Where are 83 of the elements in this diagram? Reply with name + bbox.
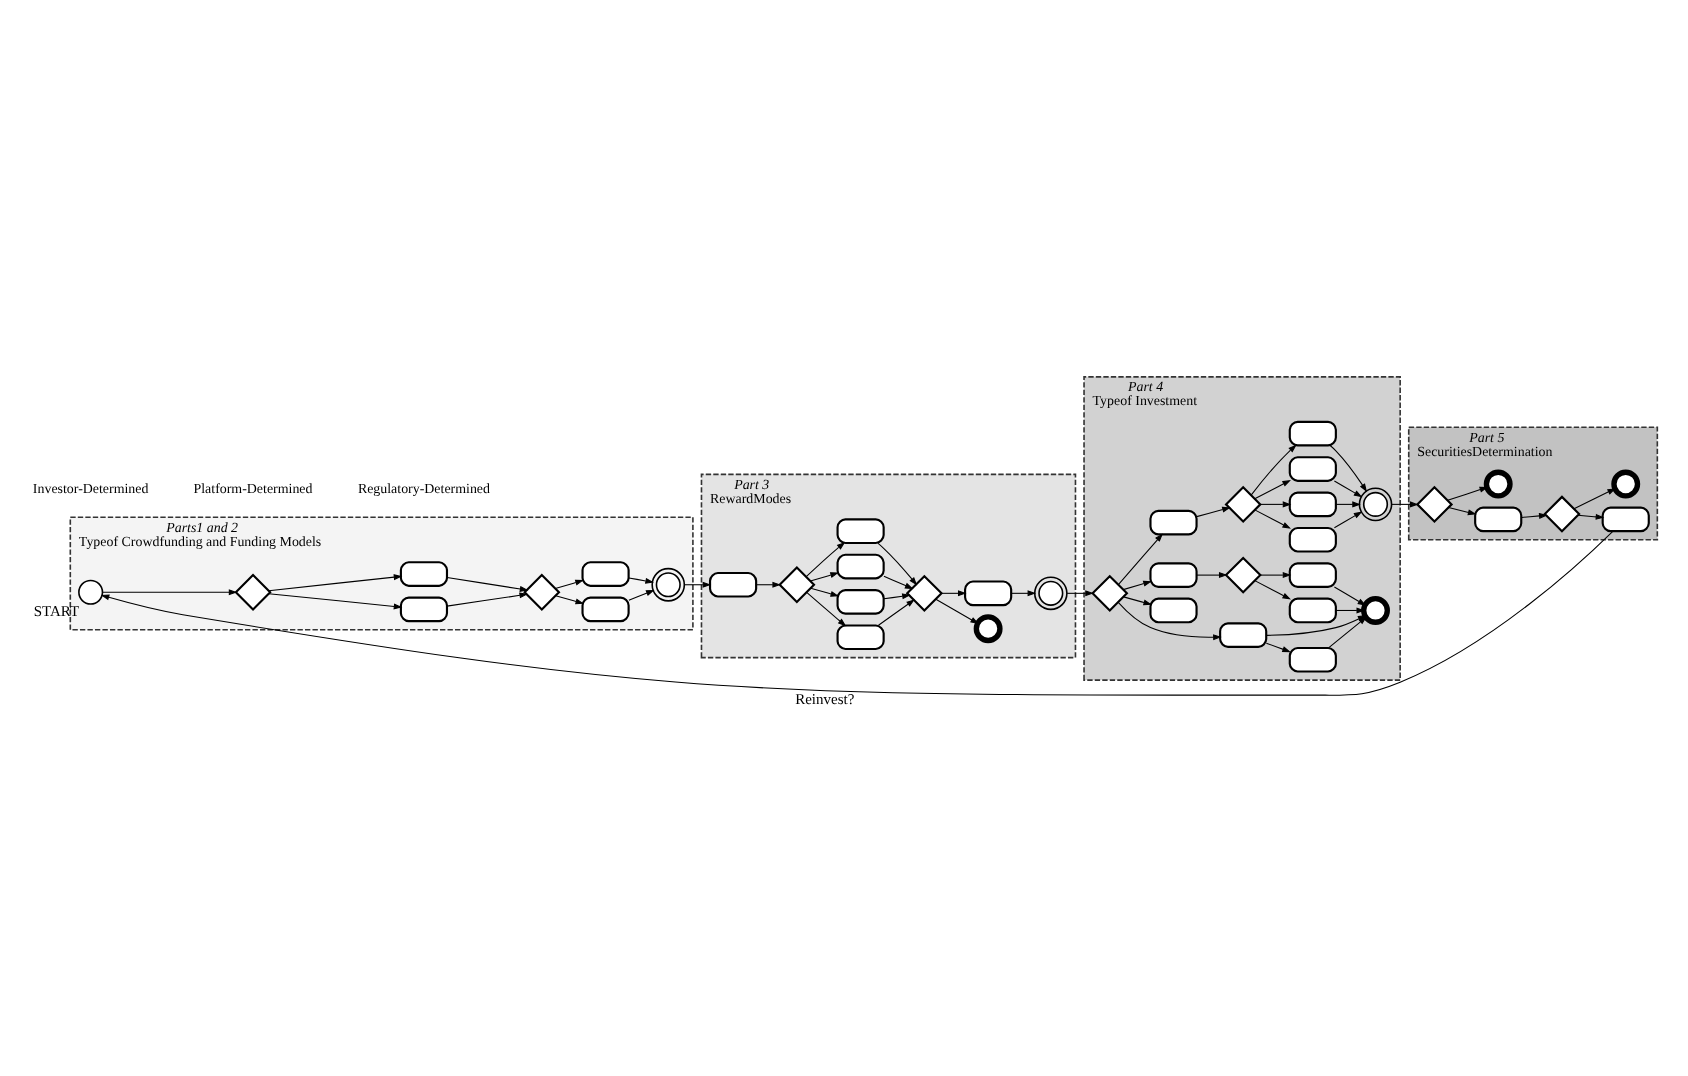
arrow — [1447, 486, 1489, 501]
node-box — [1288, 646, 1337, 673]
arrow — [1260, 572, 1292, 579]
node-box — [964, 580, 1013, 607]
arrow — [1329, 444, 1368, 493]
node-box — [1288, 420, 1337, 447]
node-box — [836, 589, 885, 615]
node-diamond — [1224, 556, 1262, 594]
arrow — [446, 576, 529, 592]
node-diamond — [234, 573, 272, 611]
arrow — [1196, 506, 1231, 518]
node-label: START — [33, 602, 80, 621]
node-diamond — [1091, 574, 1129, 612]
arrow — [1123, 596, 1153, 606]
node-diamond — [523, 573, 561, 611]
arrow — [102, 589, 238, 596]
node-box — [836, 624, 885, 651]
node-box — [1288, 597, 1337, 624]
arrow — [1521, 512, 1548, 519]
arrow — [1260, 501, 1292, 508]
node-box — [399, 561, 449, 587]
arrow — [1333, 511, 1363, 529]
arrow — [883, 575, 914, 590]
arrow — [628, 589, 655, 601]
arrow — [810, 587, 840, 597]
arrow — [1391, 501, 1419, 508]
arrow — [883, 593, 911, 600]
arrow — [935, 598, 979, 625]
arrow — [1265, 642, 1291, 653]
node-box — [836, 518, 885, 545]
arrow — [1333, 480, 1363, 498]
arrow — [1117, 601, 1222, 641]
node-box — [399, 596, 449, 623]
node-box — [708, 571, 758, 598]
arrow — [1335, 607, 1366, 614]
arrow — [805, 541, 846, 578]
arrow — [554, 579, 584, 590]
node-box — [581, 596, 630, 623]
arrow — [446, 592, 529, 607]
node-diamond — [1543, 495, 1581, 533]
edge-label: Reinvest? — [795, 689, 855, 708]
node-box — [581, 561, 630, 587]
arrow — [806, 591, 847, 627]
node-box — [1288, 456, 1337, 482]
node-box — [1288, 526, 1337, 553]
node-circle — [973, 614, 1003, 644]
arrow — [268, 574, 403, 592]
node-box — [836, 553, 885, 580]
arrow — [1250, 444, 1297, 496]
arrow — [877, 542, 918, 586]
arrow — [268, 593, 403, 610]
node-box — [1474, 506, 1523, 533]
arrow — [683, 581, 712, 588]
arrow — [1448, 507, 1477, 516]
node-box — [1219, 622, 1268, 648]
node-box — [1149, 509, 1198, 536]
node-box — [1288, 562, 1337, 588]
node-circle — [1483, 469, 1513, 499]
arrow — [1196, 572, 1228, 579]
arrow — [1333, 586, 1367, 606]
arrow — [628, 577, 654, 584]
node-box — [1288, 491, 1337, 518]
node-circle — [1611, 469, 1641, 499]
arrow — [1577, 513, 1605, 520]
node-box — [1149, 597, 1198, 624]
arrow — [1573, 488, 1616, 510]
arrow — [1254, 479, 1291, 500]
arrow — [1254, 580, 1291, 600]
node-diamond — [1415, 485, 1454, 524]
arrow — [1254, 509, 1291, 529]
arrow — [809, 572, 839, 582]
node-box — [1149, 562, 1198, 588]
arrow — [878, 599, 915, 626]
node-circle — [1361, 596, 1390, 625]
node-diamond — [1224, 485, 1262, 524]
arrow — [1066, 590, 1094, 597]
arrow — [100, 530, 1614, 696]
node-circle — [78, 579, 104, 605]
arrow — [1117, 533, 1163, 586]
arrow — [555, 595, 585, 605]
node-box — [1601, 506, 1650, 533]
node-diamond — [778, 566, 816, 604]
arrow — [1122, 580, 1152, 591]
